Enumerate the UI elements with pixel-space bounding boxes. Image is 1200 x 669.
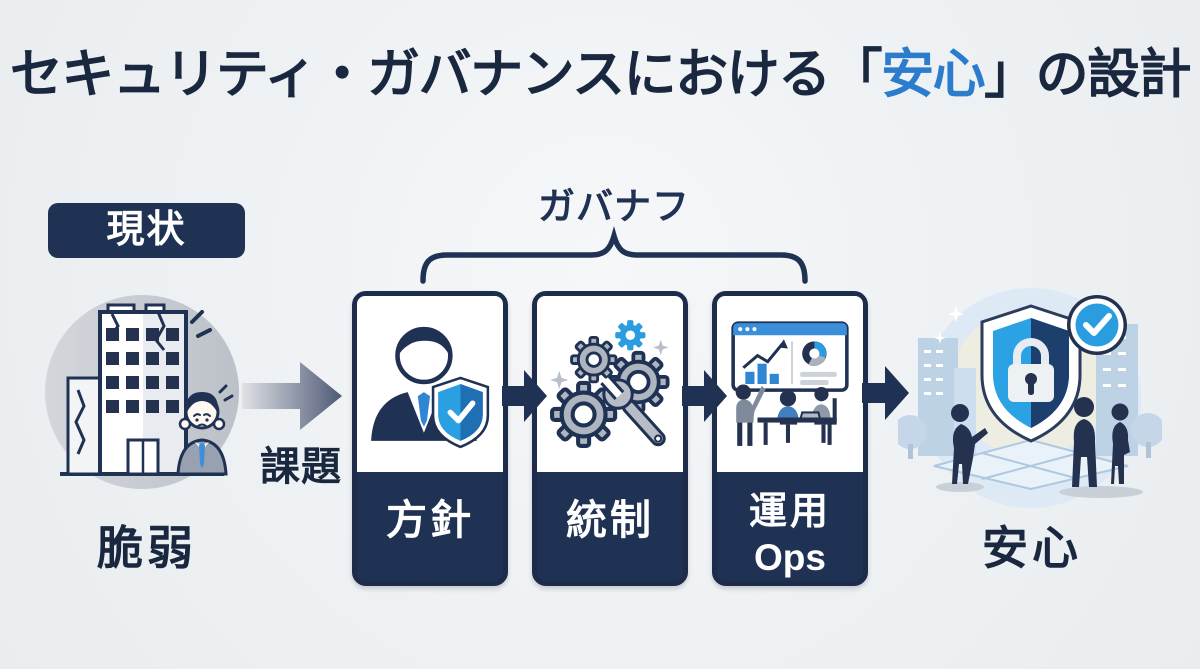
shield-lock [980,304,1082,443]
issue-label: 課題 [260,445,342,489]
title-accent: 安心 [881,45,986,104]
step-card-control: 統制 [532,291,688,586]
relief-label: 安心 [982,522,1082,574]
policy-card-icon-area [357,296,503,472]
control-card-icon-area [537,296,683,472]
vulnerable-label: 脆弱 [97,522,197,574]
check-badge-icon [1067,295,1127,355]
policy-person-shield-icon [371,326,490,449]
operations-card-icon-area [717,296,863,472]
governance-label: ガバナフ [538,186,690,227]
secure-shield-illustration [898,288,1162,508]
step-card-operations: 運用 Ops [712,291,868,586]
trees [898,413,1162,459]
building-windows [106,328,179,413]
title-post: 」の設計 [984,45,1192,104]
flow-arrow-icon [862,366,909,420]
sparkle [652,339,669,356]
current-state-badge: 現状 [48,203,245,258]
operations-card-label: 運用 Ops [717,472,863,581]
issue-arrow-icon [242,362,342,430]
people-silhouettes [936,397,1143,498]
policy-card-label: 方針 [357,472,503,581]
step-card-policy: 方針 [352,291,508,586]
cracked-annex [66,376,102,476]
governance-brace [420,226,808,284]
building-door [126,438,160,476]
worried-person [176,384,234,476]
control-label-text: 統制 [566,497,654,543]
page-title: セキュリティ・ガバナンスにおける「安心」の設計 [0,45,1200,104]
gears-wrench-icon [550,320,670,449]
impact-marks [190,310,212,338]
sparkle [550,370,569,390]
flow-arrow-icon [682,370,727,422]
operations-sublabel-text: Ops [754,537,826,578]
policy-label-text: 方針 [386,497,474,543]
wrench [600,375,666,447]
sparkles [934,306,964,344]
control-card-label: 統制 [537,472,683,581]
team-at-desk [735,384,837,446]
blue-gear [615,320,646,351]
title-pre: セキュリティ・ガバナンスにおける「 [9,45,883,104]
flow-arrow-icon [502,370,547,422]
operations-label-text: 運用 [748,491,831,533]
ops-team-dashboard-icon [731,321,849,446]
vulnerable-building-illustration [45,295,239,489]
